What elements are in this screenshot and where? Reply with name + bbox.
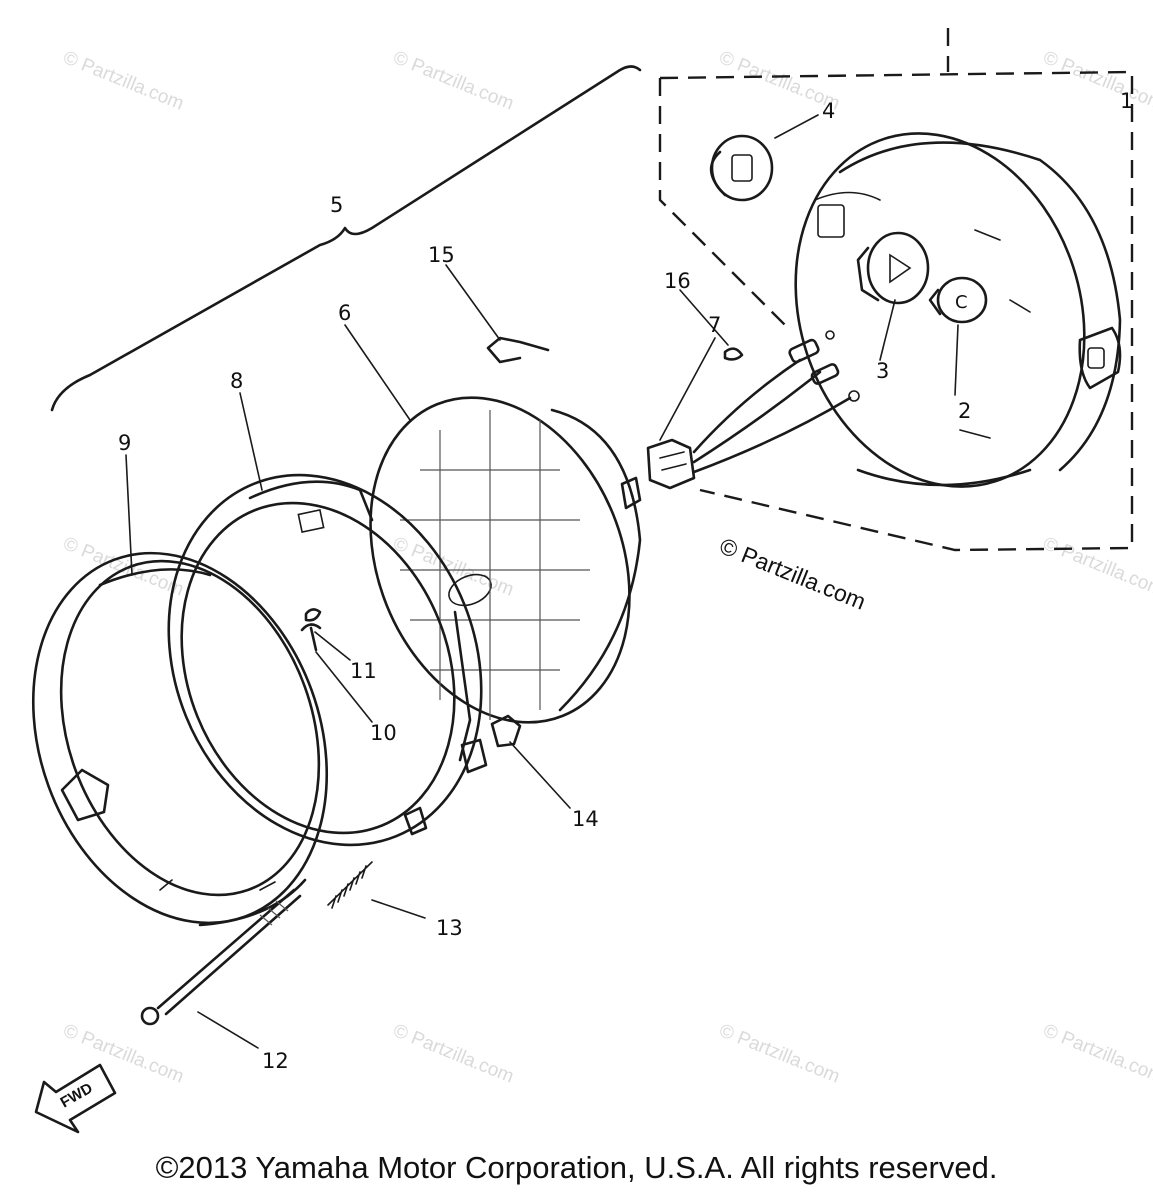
callout-8: 8: [230, 369, 243, 393]
headlight-rim: [31, 551, 329, 927]
bulb-socket-part: [856, 231, 930, 305]
callout-9: 9: [118, 431, 131, 455]
callout-6: 6: [338, 301, 351, 325]
sealed-beam-unit: [369, 396, 642, 724]
callout-3: 3: [876, 359, 889, 383]
spring-13-part: [327, 861, 373, 909]
watermark-text: © Partzilla.com: [60, 47, 187, 114]
assembly-bracket: [50, 65, 642, 412]
cord-assembly-part: [646, 330, 860, 490]
callout-2: 2: [958, 399, 971, 423]
watermark-text: © Partzilla.com: [1040, 533, 1153, 600]
callout-labels: 1 2 3 4 5 6 7 8 9 10 11 12 13 14 15 16: [118, 89, 1133, 1073]
callout-14: 14: [572, 807, 599, 831]
watermark-text: © Partzilla.com: [716, 1020, 843, 1087]
fwd-arrow-icon: FWD: [34, 1063, 117, 1134]
watermark-layer: © Partzilla.com © Partzilla.com © Partzi…: [60, 47, 1153, 1087]
nut-14-part: [490, 714, 522, 748]
mounting-ring: [167, 473, 488, 847]
leader-lines: [125, 114, 959, 1049]
screw-10-part: [300, 623, 322, 652]
callout-12: 12: [262, 1049, 289, 1073]
watermark-text: © Partzilla.com: [60, 533, 187, 600]
callout-11: 11: [350, 659, 377, 683]
housing-group-boundary: [658, 28, 1134, 552]
grommet-part: [709, 134, 774, 202]
watermark-text: © Partzilla.com: [390, 1020, 517, 1087]
callout-10: 10: [370, 721, 397, 745]
watermark-text: © Partzilla.com: [1040, 1020, 1153, 1087]
partzilla-watermark: © Partzilla.com: [716, 533, 869, 615]
callout-13: 13: [436, 916, 463, 940]
copyright-notice: ©2013 Yamaha Motor Corporation, U.S.A. A…: [155, 1150, 998, 1185]
watermark-text: © Partzilla.com: [390, 47, 517, 114]
svg-text:C: C: [955, 292, 968, 313]
callout-16: 16: [664, 269, 691, 293]
bulb-part: C: [928, 276, 988, 324]
callout-5: 5: [330, 193, 343, 217]
callout-1: 1: [1120, 89, 1133, 113]
bolt-12-part: [140, 888, 302, 1026]
callout-4: 4: [822, 99, 835, 123]
callout-7: 7: [708, 313, 721, 337]
clip-15-part: [486, 336, 550, 364]
headlight-housing: [794, 132, 1122, 488]
screw-16-part: [723, 347, 744, 361]
watermark-text: © Partzilla.com: [1040, 47, 1153, 114]
callout-15: 15: [428, 243, 455, 267]
nut-11-part: [304, 608, 322, 622]
